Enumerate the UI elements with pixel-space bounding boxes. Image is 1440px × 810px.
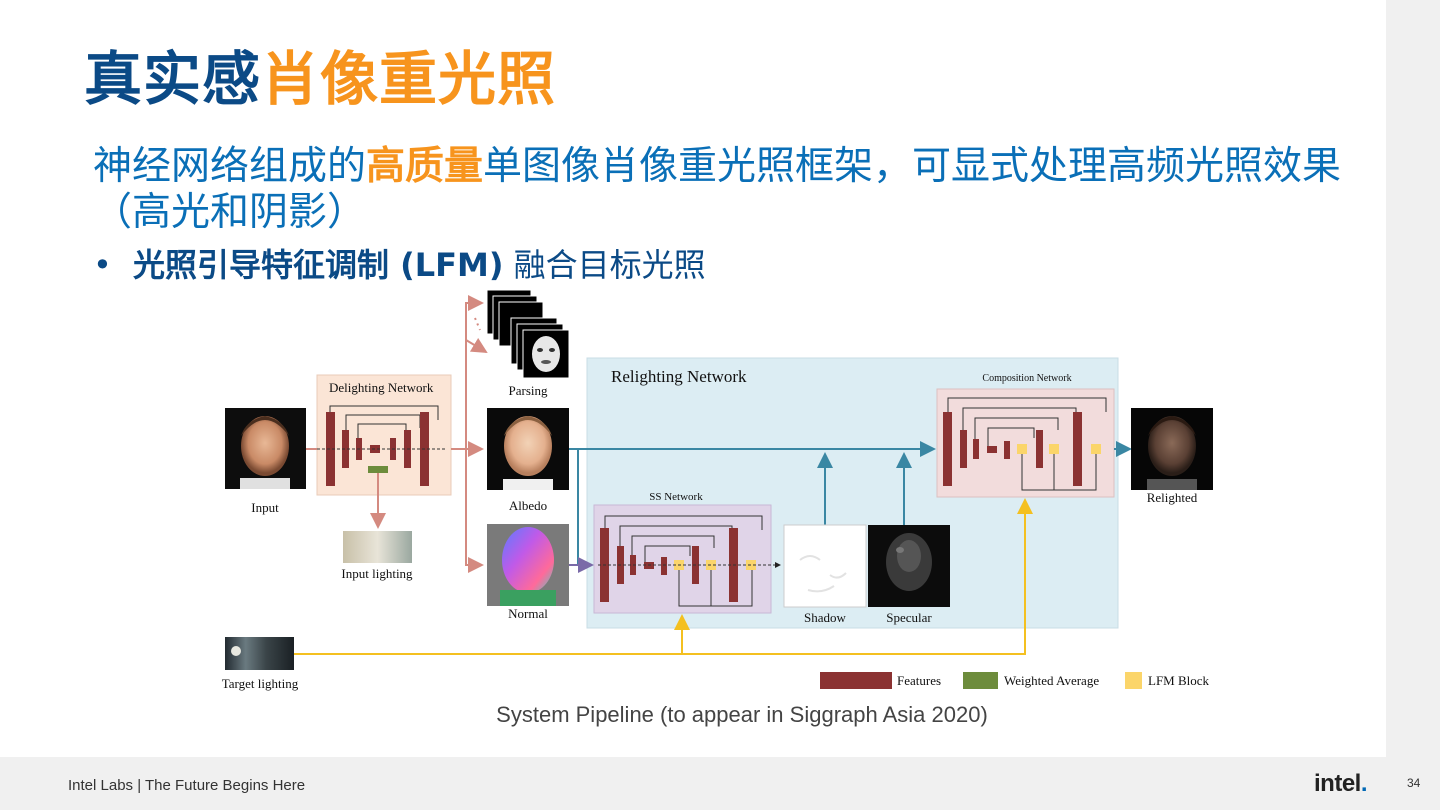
composition-network-label: Composition Network (982, 373, 1071, 384)
figure-caption: System Pipeline (to appear in Siggraph A… (496, 702, 988, 727)
parsing-label: Parsing (509, 383, 549, 398)
slide-body-text: 神经网络组成的高质量单图像肖像重光照框架，可显式处理高频光照效果（高光和阴影） (93, 144, 1342, 235)
input-lighting-image (343, 531, 412, 563)
relighted-image (1131, 408, 1213, 490)
normal-image (487, 524, 569, 606)
delighting-unet (312, 405, 446, 486)
legend-lfm-block-label: LFM Block (1148, 673, 1210, 688)
specular-image (868, 525, 950, 607)
slide-title: 真实感肖像重光照 (84, 45, 557, 113)
legend-lfm-block-swatch (1125, 672, 1142, 689)
shadow-label: Shadow (804, 610, 847, 625)
intel-logo: intel. (1314, 770, 1368, 797)
specular-label: Specular (886, 610, 932, 625)
target-lighting-arrows (294, 498, 1033, 655)
delighting-network-label: Delighting Network (329, 380, 434, 395)
page-number: 34 (1407, 776, 1421, 790)
relighting-network-label: Relighting Network (611, 367, 747, 386)
legend-weighted-average-label: Weighted Average (1004, 673, 1099, 688)
target-lighting-highlight (231, 646, 241, 656)
albedo-to-composition-arrows (569, 441, 936, 565)
relighted-label: Relighted (1147, 490, 1198, 505)
bullet-dot: • (93, 246, 112, 284)
bullet-item: •光照引导特征调制 (LFM) 融合目标光照 (93, 246, 706, 284)
legend-weighted-average-swatch (963, 672, 998, 689)
ss-network-label: SS Network (649, 491, 703, 503)
legend: Features Weighted Average LFM Block (820, 672, 1210, 689)
legend-features-swatch (820, 672, 892, 689)
footer-text: Intel Labs | The Future Begins Here (68, 777, 306, 794)
footer-bar (0, 757, 1386, 810)
target-lighting-label: Target lighting (222, 676, 299, 691)
shadow-image (783, 524, 867, 608)
ss-unet (598, 515, 781, 607)
right-margin-band (1386, 0, 1440, 810)
parsing-maps (486, 289, 570, 379)
legend-features-label: Features (897, 673, 941, 688)
input-label: Input (251, 500, 279, 515)
composition-unet (943, 397, 1107, 491)
input-lighting-label: Input lighting (341, 566, 413, 581)
normal-label: Normal (508, 606, 548, 621)
albedo-image (487, 408, 569, 490)
delighting-output-arrows (451, 295, 488, 573)
input-image (225, 408, 306, 489)
albedo-label: Albedo (509, 498, 547, 513)
